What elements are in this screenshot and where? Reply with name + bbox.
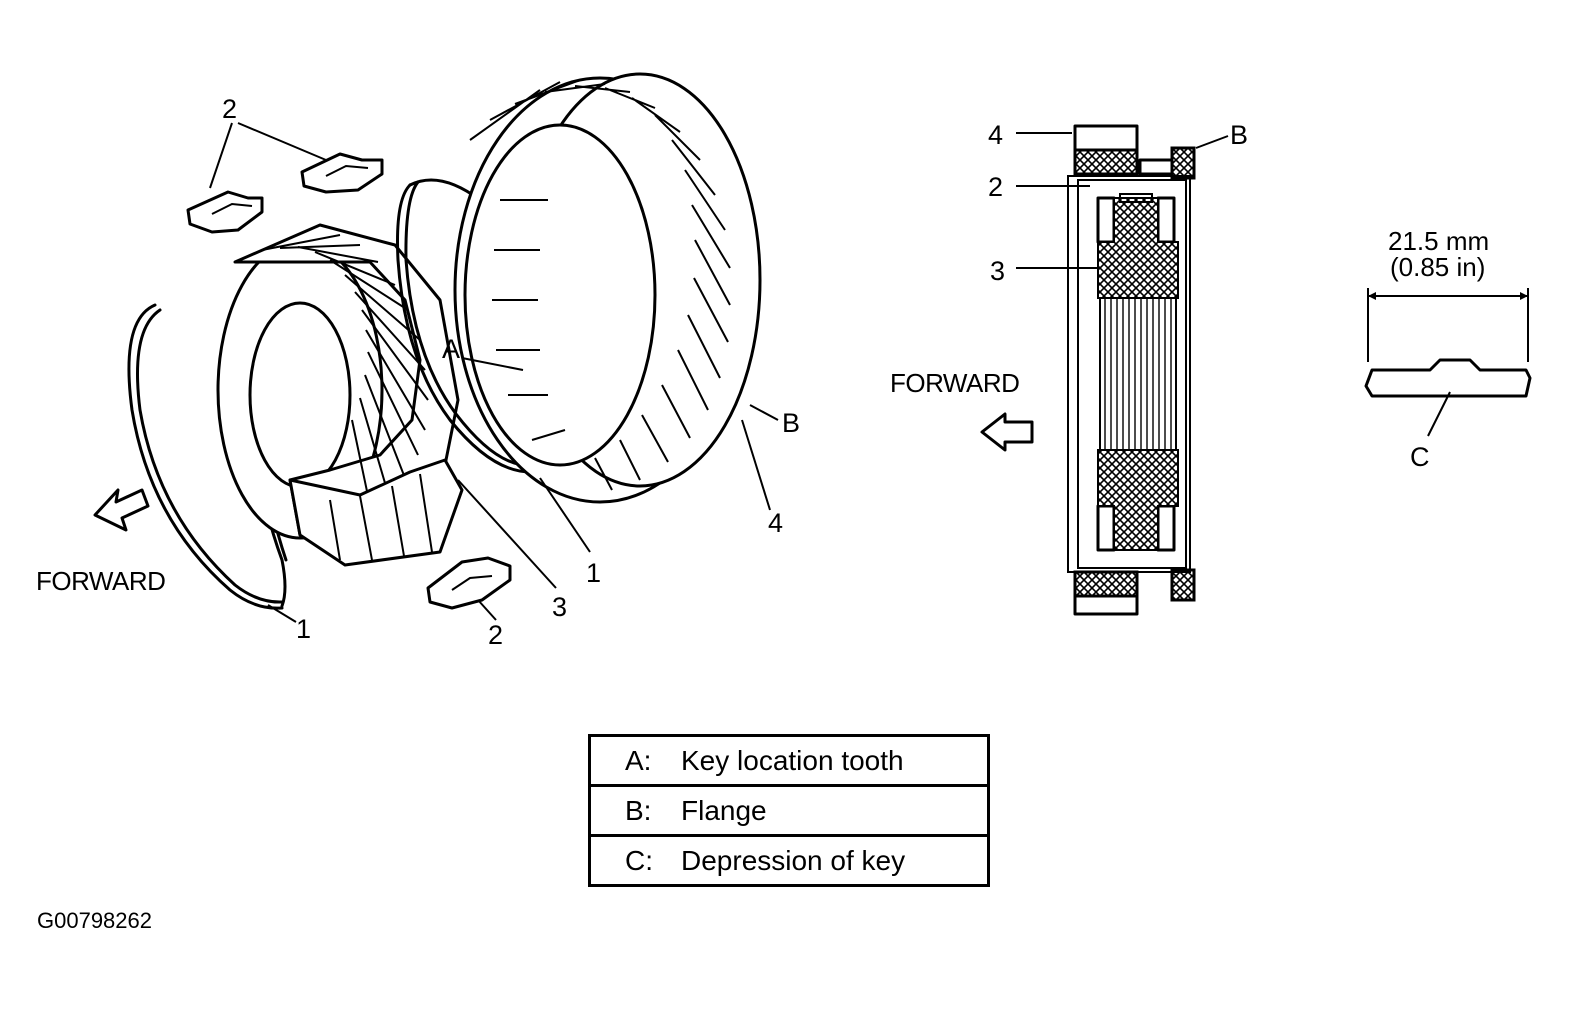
callout-flange: B — [782, 408, 800, 438]
forward-arrow-section — [980, 412, 1034, 452]
sleeve — [453, 72, 762, 504]
callout-key-location-tooth: A — [442, 334, 460, 364]
legend-row: B: Flange — [591, 787, 987, 837]
legend-text: Depression of key — [681, 844, 906, 876]
legend-text: Key location tooth — [681, 744, 904, 776]
forward-arrow-exploded — [93, 488, 150, 532]
legend-text: Flange — [681, 794, 767, 826]
legend-row: C: Depression of key — [591, 837, 987, 884]
callout-depression: C — [1410, 442, 1430, 472]
legend-key: B: — [625, 794, 652, 826]
legend-key: C: — [625, 844, 653, 876]
hub — [216, 223, 464, 567]
key-bottom — [426, 556, 512, 610]
exploded-leaders — [209, 122, 779, 623]
forward-label-section: FORWARD — [890, 368, 1019, 398]
callout-spring-right: 1 — [586, 558, 601, 588]
key-detail: 21.5 mm (0.85 in) C — [1364, 226, 1532, 472]
section-callout-flange: B — [1230, 120, 1248, 150]
exploded-view: FORWARD 2 A 1 1 3 2 4 B — [36, 72, 800, 650]
section-callout-hub: 3 — [990, 256, 1005, 286]
callout-hub: 3 — [552, 592, 567, 622]
figure-id: G00798262 — [37, 908, 152, 933]
key-top-left — [186, 190, 264, 234]
dimension-mm: 21.5 mm — [1388, 226, 1489, 256]
forward-label-exploded: FORWARD — [36, 566, 165, 596]
callout-sleeve: 4 — [768, 508, 783, 538]
callout-key-top: 2 — [222, 94, 237, 124]
section-callout-key: 2 — [988, 172, 1003, 202]
legend-table: A: Key location tooth B: Flange C: Depre… — [588, 734, 990, 887]
section-callout-sleeve: 4 — [988, 120, 1003, 150]
section-view: FORWARD 4 2 3 B — [890, 120, 1248, 616]
callout-spring-left: 1 — [296, 614, 311, 644]
callout-key-bottom: 2 — [488, 620, 503, 650]
legend-key: A: — [625, 744, 652, 776]
legend-row: A: Key location tooth — [591, 737, 987, 787]
key-top-right — [300, 152, 384, 194]
dimension-in: (0.85 in) — [1390, 252, 1485, 282]
